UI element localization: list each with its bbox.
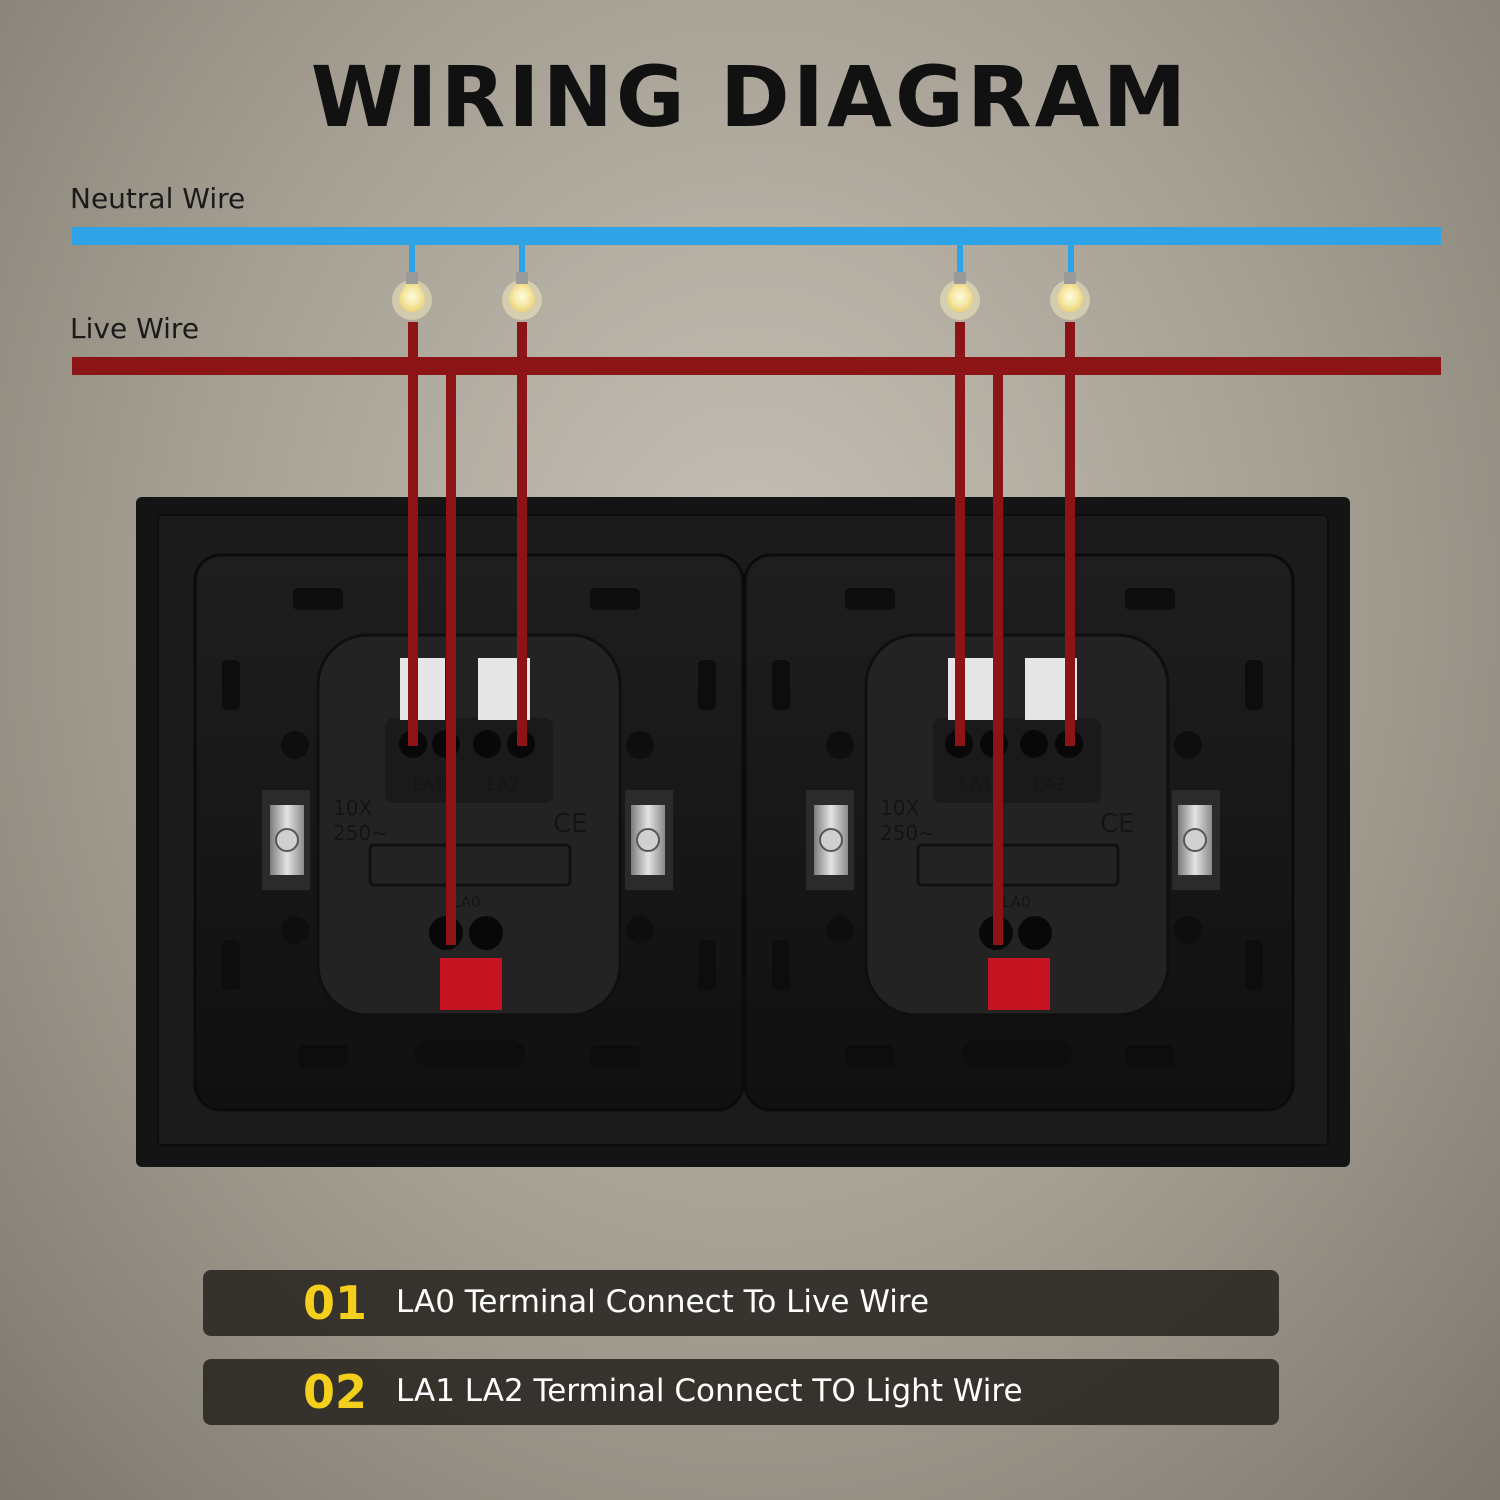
- light-bulb-icon: [1050, 272, 1090, 320]
- neutral-wire-label: Neutral Wire: [70, 182, 246, 215]
- rating-bottom-right: 250~: [880, 821, 935, 845]
- neutral-drop-2: [519, 245, 525, 275]
- note-text: LA0 Terminal Connect To Live Wire: [396, 1284, 930, 1320]
- light-wire-la1-left: [408, 322, 418, 746]
- terminal-la1-label-left: LA1: [413, 775, 445, 795]
- live-wire-label: Live Wire: [70, 312, 200, 345]
- live-wire-la0-right: [993, 375, 1003, 945]
- light-bulb-icon: [502, 272, 542, 320]
- rating-top-right: 10X: [880, 796, 919, 820]
- note-text: LA1 LA2 Terminal Connect TO Light Wire: [396, 1373, 1023, 1409]
- neutral-drop-3: [957, 245, 963, 275]
- note-row: 02 LA1 LA2 Terminal Connect TO Light Wir…: [203, 1359, 1279, 1425]
- note-row: 01 LA0 Terminal Connect To Live Wire: [203, 1270, 1279, 1336]
- ce-mark-left: CE: [553, 809, 588, 839]
- switch-module-left: [193, 553, 745, 1112]
- note-number: 02: [303, 1365, 368, 1419]
- terminal-la0-label-left: LA0: [452, 893, 481, 911]
- light-wire-la2-left: [517, 322, 527, 746]
- light-wire-la2-right: [1065, 322, 1075, 746]
- terminal-la0-label-right: LA0: [1002, 893, 1031, 911]
- light-wire-la1-right: [955, 322, 965, 746]
- neutral-wire: [72, 227, 1441, 245]
- neutral-drop-1: [409, 245, 415, 275]
- light-bulb-icon: [940, 272, 980, 320]
- terminal-la2-label-right: LA2: [1034, 775, 1066, 795]
- ce-mark-right: CE: [1100, 809, 1135, 839]
- neutral-drop-4: [1068, 245, 1074, 275]
- note-number: 01: [303, 1276, 368, 1330]
- live-wire: [72, 357, 1441, 375]
- terminal-la2-label-left: LA2: [487, 775, 519, 795]
- live-wire-la0-left: [446, 375, 456, 945]
- terminal-la1-label-right: LA1: [960, 775, 992, 795]
- rating-top-left: 10X: [333, 796, 372, 820]
- light-bulb-icon: [392, 272, 432, 320]
- diagram-title: WIRING DIAGRAM: [310, 48, 1190, 146]
- switch-module-right: [743, 553, 1295, 1112]
- rating-bottom-left: 250~: [333, 821, 388, 845]
